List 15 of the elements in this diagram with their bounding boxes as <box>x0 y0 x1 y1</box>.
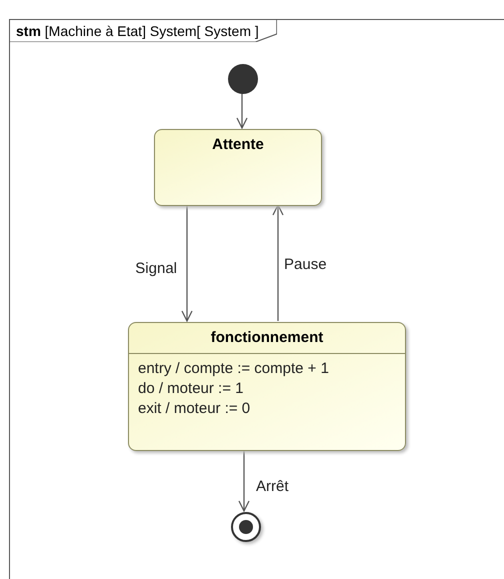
state-box <box>154 129 322 206</box>
state-box <box>128 322 406 451</box>
transition-arrow <box>272 204 284 321</box>
frame <box>9 19 504 579</box>
state-action: entry / compte := compte + 1 <box>138 359 330 379</box>
transition-arrow <box>238 450 250 512</box>
final-state <box>231 512 261 542</box>
state-name: fonctionnement <box>210 329 324 346</box>
transition-arrow <box>181 205 193 322</box>
state-action: exit / moteur := 0 <box>138 399 252 419</box>
initial-state <box>228 64 258 94</box>
state-name: Attente <box>212 136 264 153</box>
transition-arrow <box>236 93 248 129</box>
state-action: do / moteur := 1 <box>138 379 244 399</box>
frame-title: stm [Machine à Etat] System[ System ] <box>16 22 259 41</box>
